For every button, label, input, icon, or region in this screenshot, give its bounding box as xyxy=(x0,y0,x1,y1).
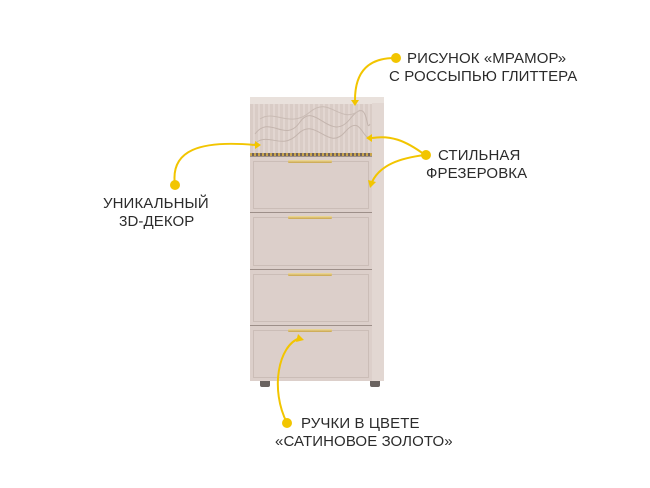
drawer-handle xyxy=(288,160,332,163)
callout-handles: РУЧКИ В ЦВЕТЕ xyxy=(301,414,420,433)
drawer-handle xyxy=(288,273,332,276)
drawer-5 xyxy=(250,325,372,381)
callout-text: РУЧКИ В ЦВЕТЕ xyxy=(301,415,420,432)
drawer-handle xyxy=(288,329,332,332)
callout-dot xyxy=(421,150,431,160)
drawer-3 xyxy=(250,212,372,269)
decor-drawer xyxy=(250,104,372,156)
glitter-strip xyxy=(250,153,372,156)
callout-marble: РИСУНОК «МРАМОР» xyxy=(407,49,566,68)
callout-text: «САТИНОВОЕ ЗОЛОТО» xyxy=(275,433,453,450)
callout-decor: УНИКАЛЬНЫЙ xyxy=(103,194,209,213)
callout-handles-line2: «САТИНОВОЕ ЗОЛОТО» xyxy=(275,432,453,451)
cabinet-side xyxy=(372,103,384,381)
cabinet-foot xyxy=(260,381,270,387)
callout-text: УНИКАЛЬНЫЙ xyxy=(103,195,209,212)
callout-dot xyxy=(170,180,180,190)
drawer-4 xyxy=(250,269,372,325)
callout-text: 3D-ДЕКОР xyxy=(119,213,195,230)
callout-text: РИСУНОК «МРАМОР» xyxy=(407,50,567,67)
callout-text: СТИЛЬНАЯ xyxy=(438,147,521,164)
drawer-handle xyxy=(288,216,332,219)
callout-decor-line2: 3D-ДЕКОР xyxy=(119,212,194,231)
callout-text: С РОССЫПЬЮ ГЛИТТЕРА xyxy=(389,68,578,85)
marble-pattern-icon xyxy=(251,106,372,147)
callout-dot xyxy=(391,53,401,63)
drawer-2 xyxy=(250,156,372,212)
callout-text: ФРЕЗЕРОВКА xyxy=(426,165,528,182)
cabinet-foot xyxy=(370,381,380,387)
callout-marble-line2: С РОССЫПЬЮ ГЛИТТЕРА xyxy=(389,67,577,86)
cabinet-top xyxy=(250,97,384,107)
callout-milling: СТИЛЬНАЯ xyxy=(438,146,520,165)
callout-dot xyxy=(282,418,292,428)
callout-milling-line2: ФРЕЗЕРОВКА xyxy=(426,164,527,183)
